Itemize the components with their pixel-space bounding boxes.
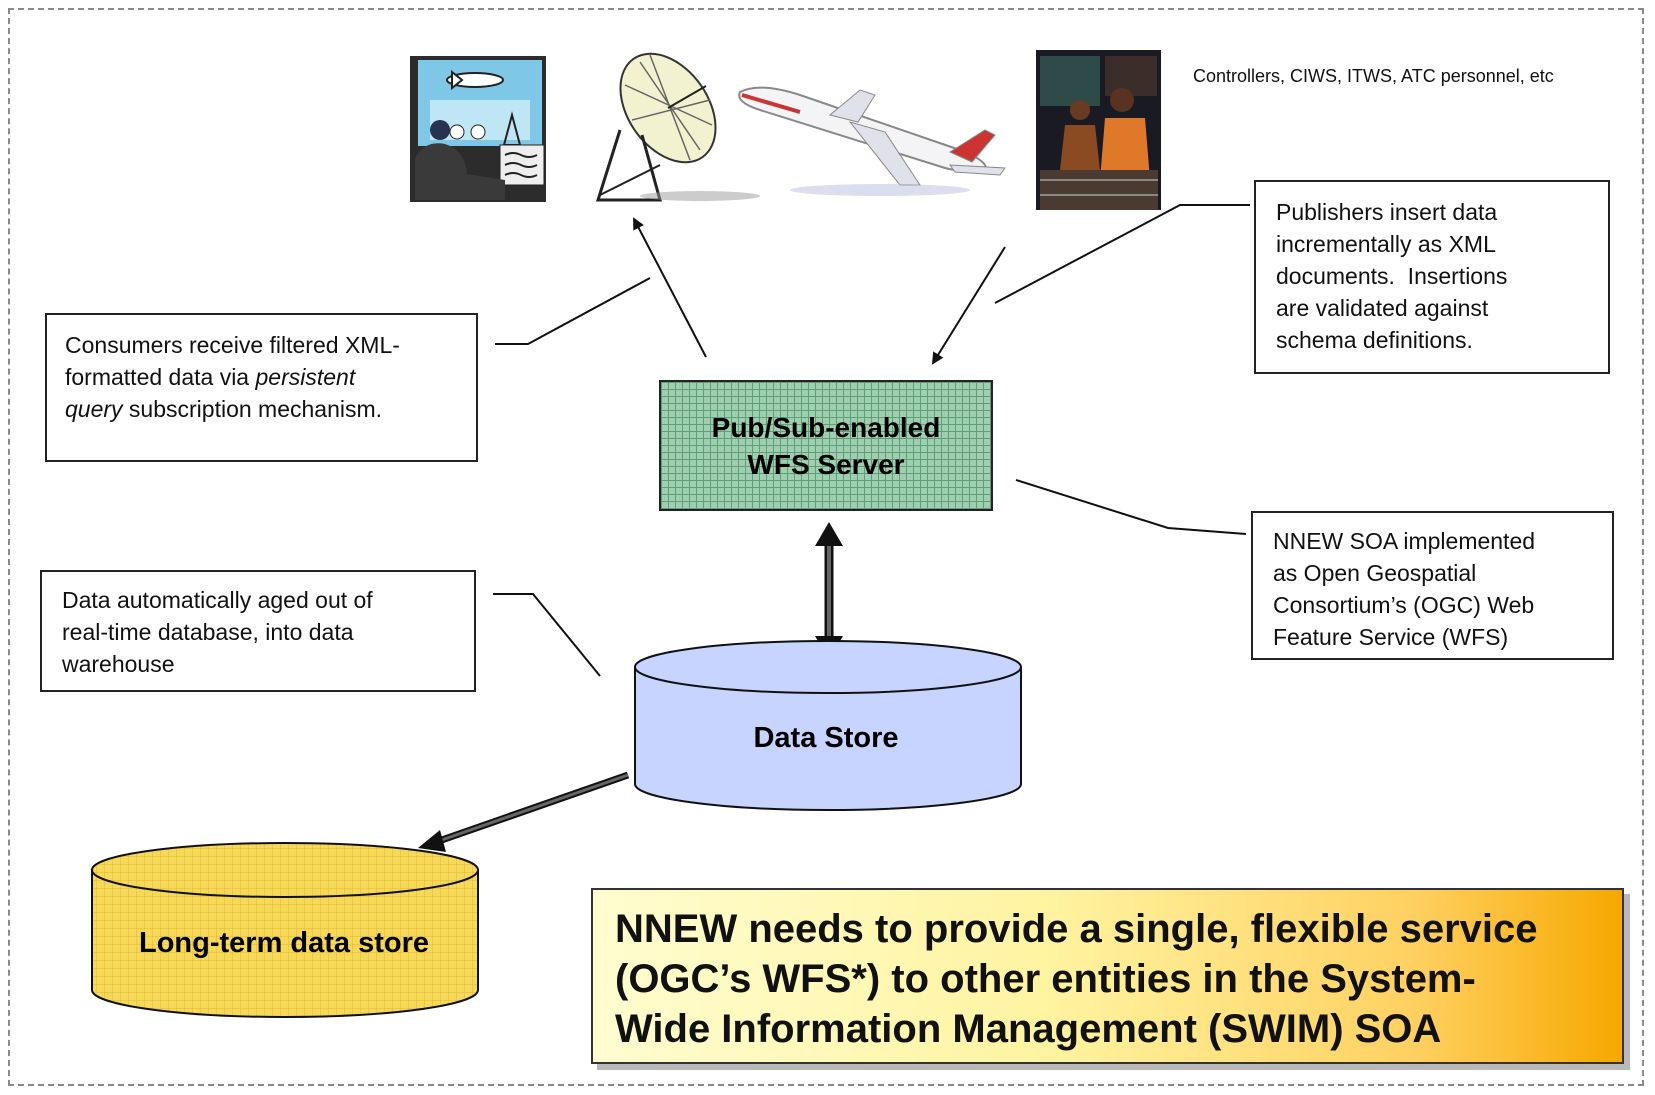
- server-datastore-arrow: [815, 522, 843, 660]
- aged-line3: warehouse: [62, 651, 175, 677]
- consumer-arrow: [633, 217, 707, 358]
- nnew-soa-line3: Consortium’s (OGC) Web: [1273, 592, 1535, 618]
- controllers-photo-icon: [1036, 50, 1161, 210]
- publishers-line3: documents. Insertions: [1276, 263, 1508, 289]
- aged-note: Data automatically aged out of real-time…: [40, 570, 476, 692]
- long-term-store-cylinder: [91, 842, 479, 1018]
- publishers-line4: are validated against: [1276, 295, 1489, 321]
- consumers-line2a: formatted data via: [65, 364, 256, 390]
- nnew-soa-line2: as Open Geospatial: [1273, 560, 1477, 586]
- aged-connector: [493, 593, 601, 677]
- nnew-soa-note: NNEW SOA implemented as Open Geospatial …: [1251, 511, 1614, 660]
- consumers-note: Consumers receive filtered XML- formatte…: [45, 313, 478, 462]
- callout-line2: (OGC’s WFS*) to other entities in the Sy…: [615, 957, 1476, 1001]
- publishers-line2: incrementally as XML: [1276, 231, 1496, 257]
- long-term-store-label: Long-term data store: [138, 927, 430, 959]
- wfs-server-line1: Pub/Sub-enabled: [711, 411, 941, 443]
- consumers-connector: [495, 277, 651, 345]
- satellite-dish-icon: [595, 52, 760, 202]
- aged-line1: Data automatically aged out of: [62, 587, 373, 613]
- aged-line2: real-time database, into data: [62, 619, 354, 645]
- callout-line3: Wide Information Management (SWIM) SOA: [615, 1007, 1442, 1051]
- data-store-cylinder: [634, 640, 1022, 811]
- callout-line1: NNEW needs to provide a single, flexible…: [615, 907, 1538, 951]
- nnew-soa-line4: Feature Service (WFS): [1273, 624, 1509, 650]
- publishers-connector: [994, 204, 1250, 304]
- wfs-server-line2: WFS Server: [747, 448, 905, 480]
- publisher-arrow: [931, 246, 1006, 365]
- consumers-query: query: [65, 396, 123, 422]
- controllers-label: Controllers, CIWS, ITWS, ATC personnel, …: [1193, 66, 1554, 86]
- nnew-soa-line1: NNEW SOA implemented: [1273, 528, 1536, 554]
- publishers-line1: Publishers insert data: [1276, 199, 1498, 225]
- nnew-soa-connector: [1015, 479, 1247, 535]
- diagram-frame: [8, 8, 1644, 1086]
- operator-workstation-icon: [410, 56, 546, 202]
- wfs-server-box: Pub/Sub-enabled WFS Server: [659, 380, 993, 511]
- publishers-note: Publishers insert data incrementally as …: [1254, 180, 1610, 374]
- data-store-label: Data Store: [753, 722, 899, 754]
- consumers-line3b: subscription mechanism.: [122, 396, 383, 422]
- consumers-line1: Consumers receive filtered XML-: [65, 332, 400, 358]
- publishers-line5: schema definitions.: [1276, 327, 1473, 353]
- consumers-persistent: persistent: [255, 364, 356, 390]
- summary-callout: NNEW needs to provide a single, flexible…: [591, 888, 1624, 1064]
- archive-arrow: [418, 771, 630, 852]
- airplane-icon: [738, 86, 1006, 196]
